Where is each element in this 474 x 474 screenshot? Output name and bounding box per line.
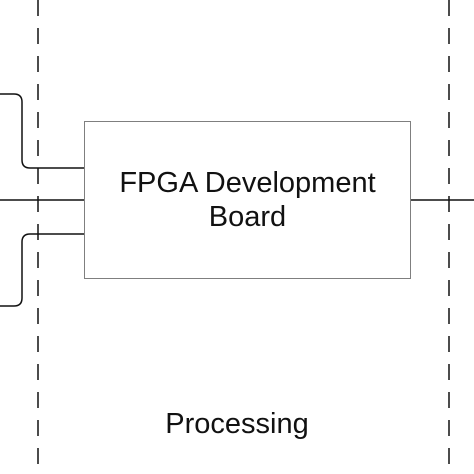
connector-bottom-input — [0, 233, 84, 307]
connector-top-input — [0, 93, 84, 169]
node-label: FPGA Development Board — [119, 166, 375, 234]
lane-label-processing: Processing — [165, 408, 309, 440]
node-label-line2: Board — [208, 201, 287, 233]
fpga-development-board-node: FPGA Development Board — [84, 121, 411, 279]
node-label-line1: FPGA Development — [119, 166, 376, 199]
